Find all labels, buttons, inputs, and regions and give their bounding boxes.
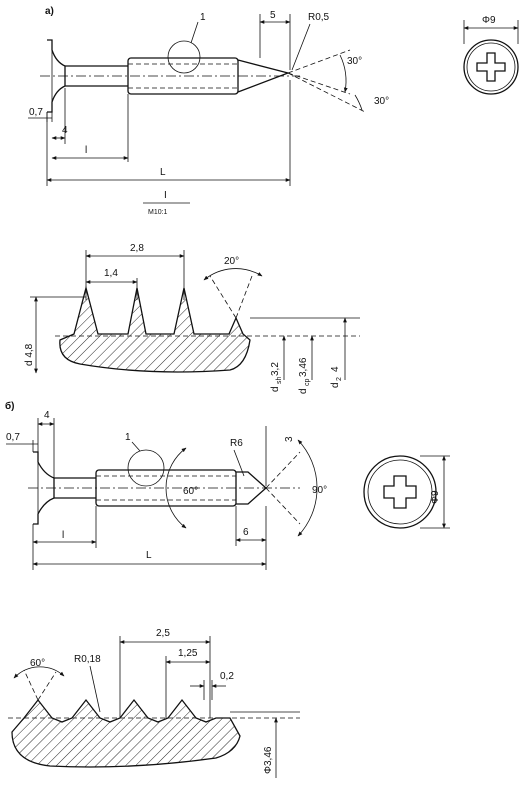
dim-b-head-thickness: 0,7 xyxy=(6,432,20,443)
dim-detail-a-outer: d 4,8 xyxy=(24,343,35,366)
dim-detail-a-d3-sub: 2 xyxy=(336,377,343,381)
pozidriv-recess-icon xyxy=(383,475,417,509)
diagram-b-label: б) xyxy=(5,400,15,412)
dim-b-angle-1: 60° xyxy=(183,486,198,497)
dim-detail-a-d1-sub: sh xyxy=(276,377,283,385)
dim-detail-a-d1-label: d xyxy=(270,386,281,392)
phillips-recess-icon xyxy=(476,52,506,82)
dim-detail-b-radius: R0,18 xyxy=(74,654,101,665)
dim-detail-a-d3-val: 4 xyxy=(330,366,341,372)
detail-callout-circle-a xyxy=(167,40,201,74)
dim-b-head-dia: Φ9 xyxy=(430,490,441,504)
dim-detail-a-d2-sub: cp xyxy=(304,379,311,387)
dim-a-head-thickness: 0,7 xyxy=(29,107,43,118)
dim-b-angle-2: 90° xyxy=(312,485,327,496)
dim-detail-a-pitch-1: 1,4 xyxy=(104,268,118,279)
dim-detail-a-d2-val: 3,46 xyxy=(298,357,309,377)
screw-a-drawing: a) 1 5 R0,5 30° 30° 0,7 xyxy=(28,6,519,216)
thread-profile-b xyxy=(11,698,241,768)
dim-a-radius: R0,5 xyxy=(308,12,330,23)
detail-callout-a: 1 xyxy=(200,12,206,23)
dim-b-point: 6 xyxy=(243,527,249,538)
dim-a-head-width: 4 xyxy=(62,125,68,136)
screw-a-head-view xyxy=(463,39,519,95)
thread-detail-b: 60° R0,18 2,5 1,25 0,2 Φ3,46 xyxy=(8,628,300,778)
detail-a-title: I xyxy=(164,190,167,201)
screw-b-head-view xyxy=(363,455,437,529)
dim-b-tip: 3 xyxy=(284,436,295,442)
dim-detail-b-angle: 60° xyxy=(30,658,45,669)
dim-detail-b-dia: Φ3,46 xyxy=(263,746,274,774)
thread-profile-a xyxy=(59,285,251,373)
dim-detail-a-pitch-2: 2,8 xyxy=(130,243,144,254)
dim-b-head-width: 4 xyxy=(44,410,50,421)
detail-callout-circle-b xyxy=(127,449,165,487)
dim-a-length: L xyxy=(160,167,166,178)
detail-callout-b: 1 xyxy=(125,432,131,443)
dim-a-thread-start: l xyxy=(85,145,87,156)
dim-a-point: 5 xyxy=(270,10,276,21)
detail-a-scale: M10:1 xyxy=(148,209,168,216)
dim-a-angle-1: 30° xyxy=(347,56,362,67)
dim-a-head-dia: Φ9 xyxy=(482,15,496,26)
dim-detail-b-pitch-2: 2,5 xyxy=(156,628,170,639)
dim-detail-a-d2-label: d xyxy=(298,388,309,394)
dim-detail-b-pitch-1: 1,25 xyxy=(178,648,198,659)
screw-b-drawing: б) 1 60° R6 90° 3 6 xyxy=(5,400,450,570)
thread-detail-a: 2,8 1,4 20° d 4,8 d sh 3,2 d cp 3,46 d 2… xyxy=(24,243,360,394)
dim-detail-b-crest: 0,2 xyxy=(220,671,234,682)
dim-detail-a-angle: 20° xyxy=(224,256,239,267)
dim-b-thread-start: l xyxy=(62,530,64,541)
dim-detail-a-d1-val: 3,2 xyxy=(270,362,281,376)
dim-a-angle-2: 30° xyxy=(374,96,389,107)
diagram-a-label: a) xyxy=(45,6,54,17)
dim-b-radius: R6 xyxy=(230,438,243,449)
dim-b-length: L xyxy=(146,550,152,561)
dim-detail-a-d3-label: d xyxy=(330,382,341,388)
